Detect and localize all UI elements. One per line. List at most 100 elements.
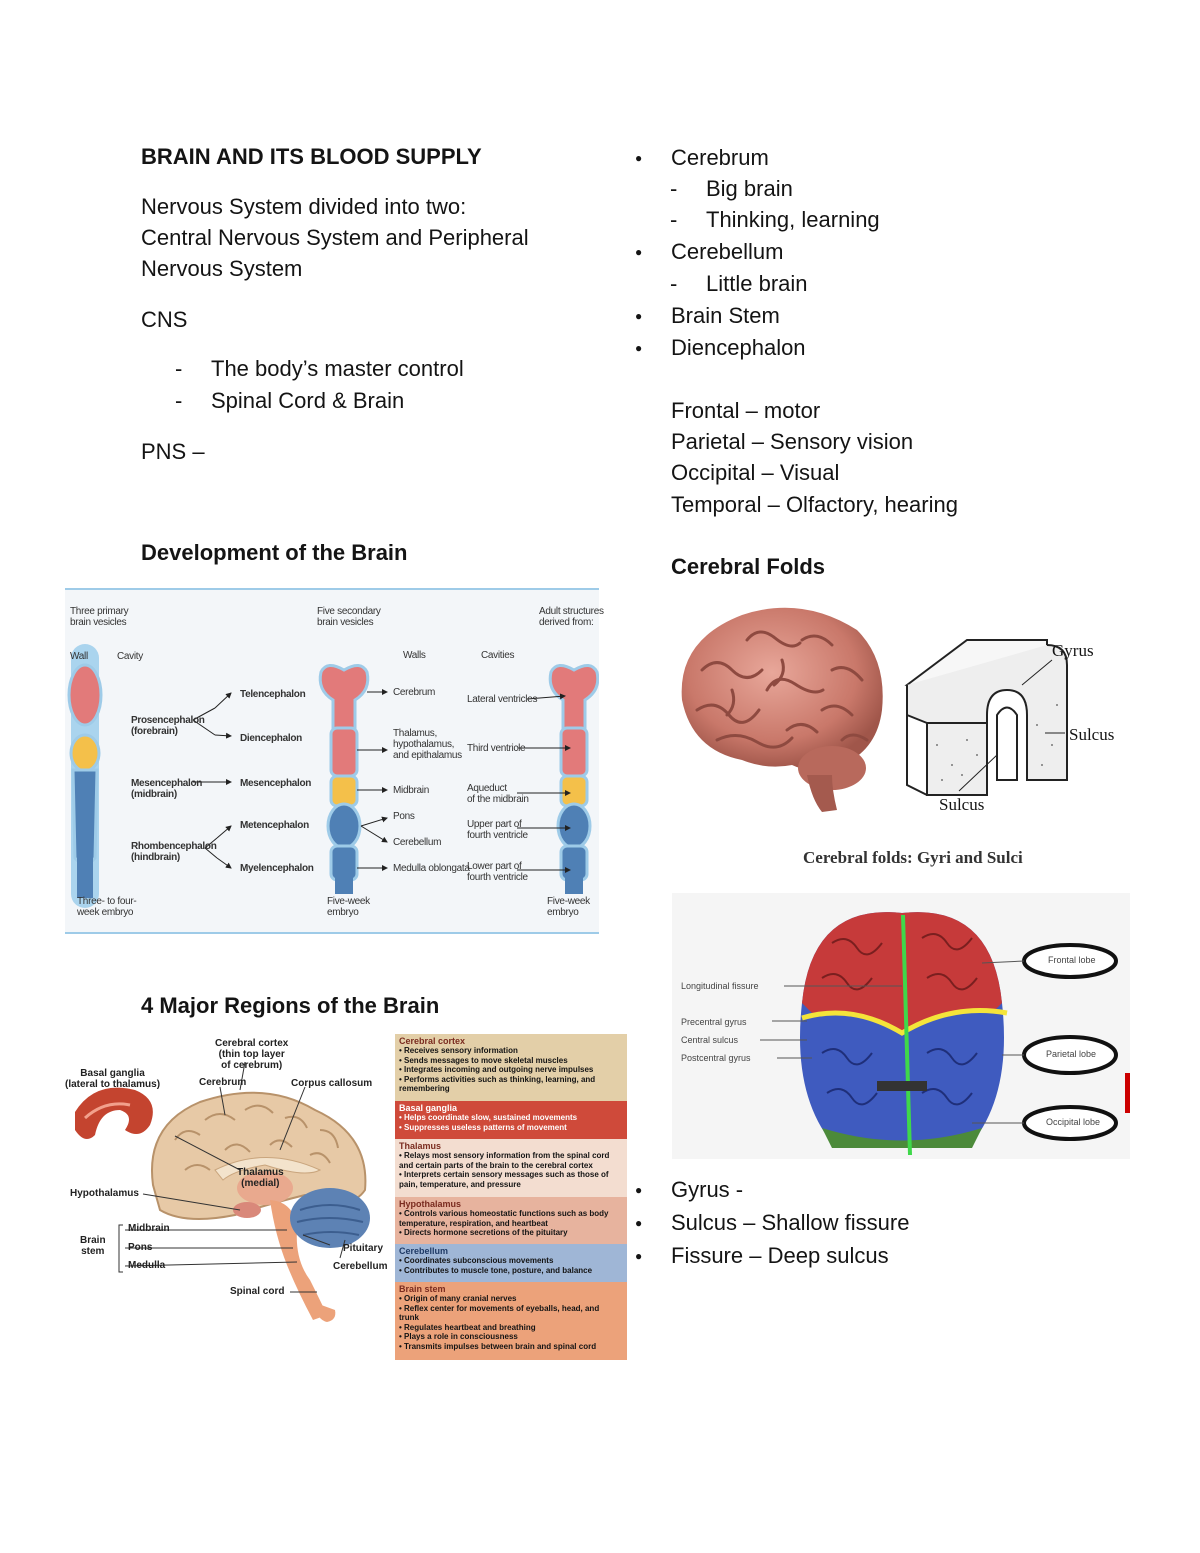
brain-stem-box: Brain stem • Origin of many cranial nerv… [395,1282,627,1360]
thalamus-box: Thalamus • Relays most sensory informati… [395,1139,627,1197]
primary-vesicle-label: Rhombencephalon (hindbrain) [131,841,217,863]
lobe-function: Parietal – Sensory vision [671,429,914,454]
hypothalamus-label: Hypothalamus [70,1188,139,1199]
wall-label: Wall [70,651,88,662]
wall-structure: Pons [393,811,415,822]
brain-part-item: Diencephalon [635,332,805,364]
box-line: • Helps coordinate slow, sustained movem… [399,1113,578,1122]
cavity-structure: Upper part of fourth ventricle [467,819,528,841]
box-line: • Suppresses useless patterns of movemen… [399,1122,567,1132]
cns-item: The body’s master control [175,353,464,384]
wall-structure: Medulla oblongata [393,863,470,874]
brain-photo-graphic [681,607,883,812]
longitudinal-fissure-label: Longitudinal fissure [681,981,759,991]
box-line: • Regulates heartbeat and breathing [399,1322,536,1332]
brain-part-item: Brain Stem [635,300,780,332]
cns-label: CNS [141,307,188,332]
box-line: • Sends messages to move skeletal muscle… [399,1055,568,1065]
walls-heading: Walls [403,650,426,661]
brain-regions-figure: Cerebral cortex (thin top layer of cereb… [65,1030,627,1365]
cavity-structure: Lateral ventricles [467,694,538,705]
box-line: • Integrates incoming and outgoing nerve… [399,1065,594,1074]
secondary-vesicle-label: Metencephalon [240,820,309,831]
fold-term-item: Gyrus - [635,1174,743,1206]
sulcus-label: Sulcus [1069,725,1115,744]
footnote: Five-week embryo [327,896,370,918]
box-line: • Directs hormone secretions of the pitu… [399,1228,568,1237]
gyrus-sulcus-graphic [904,639,1068,796]
pons-label: Pons [128,1242,153,1253]
brain-part-sub: Big brain [670,173,793,204]
column-heading: Adult structures derived from: [539,606,604,628]
basal-ganglia-box: Basal ganglia • Helps coordinate slow, s… [395,1101,627,1139]
lobe-function: Occipital – Visual [671,460,840,485]
cerebral-cortex-box: Cerebral cortex • Receives sensory infor… [395,1034,627,1101]
gyrus-label: Gyrus [1052,641,1094,660]
document-title: BRAIN AND ITS BLOOD SUPPLY [141,144,482,169]
sulcus-label: Sulcus [939,795,985,814]
wall-structure: Midbrain [393,785,429,796]
intro-line-3: Nervous System [141,256,303,281]
box-line: • Coordinates subconscious movements [399,1256,554,1265]
brain-part-item: Cerebellum [635,236,783,268]
cavity-structure: Aqueduct of the midbrain [467,783,529,805]
box-line: • Receives sensory information [399,1046,518,1055]
regions-heading: 4 Major Regions of the Brain [141,993,440,1018]
footnote: Five-week embryo [547,896,590,918]
sagittal-brain-illustration [75,1061,370,1322]
brain-top-view-figure: Longitudinal fissure Precentral gyrus Ce… [672,893,1130,1159]
box-title: Brain stem [399,1284,446,1294]
basal-ganglia-label: Basal ganglia (lateral to thalamus) [65,1068,161,1090]
box-line: trunk [399,1313,419,1322]
box-line: pain, temperature, and pressure [399,1179,521,1189]
box-title: Hypothalamus [399,1199,462,1209]
primary-vesicle-label: Mesencephalon (midbrain) [131,778,203,800]
brain-part-sub: Little brain [670,268,807,299]
wall-structure: Cerebellum [393,837,442,848]
box-title: Basal ganglia [399,1103,458,1113]
secondary-vesicle-label: Telencephalon [240,689,306,700]
brain-top-view-graphic [760,912,1130,1156]
cavity-structure: Third ventricle [467,743,526,754]
brain-part-sub: Thinking, learning [670,204,880,235]
secondary-vesicle-label: Mesencephalon [240,778,312,789]
parietal-lobe-label: Parietal lobe [1046,1049,1097,1059]
folds-caption: Cerebral folds: Gyri and Sulci [803,848,1023,867]
brain-part-item: Cerebrum [635,142,769,174]
box-line: • Relays most sensory information from t… [399,1151,610,1160]
intro-line-2: Central Nervous System and Peripheral [141,225,529,250]
footnote: Three- to four- week embryo [77,896,137,918]
lobe-function: Temporal – Olfactory, hearing [671,492,958,517]
cns-item: Spinal Cord & Brain [175,385,404,416]
brain-photo [672,600,890,815]
hypothalamus-box: Hypothalamus • Controls various homeosta… [395,1197,627,1244]
box-line: • Performs activities such as thinking, … [399,1074,596,1084]
box-line: • Origin of many cranial nerves [399,1294,517,1303]
cerebellum-label: Cerebellum [333,1261,388,1272]
postcentral-gyrus-label: Postcentral gyrus [681,1053,751,1063]
lobe-function: Frontal – motor [671,398,821,423]
brain-development-figure: Three primary brain vesicles Five second… [65,588,604,934]
corpus-callosum-label: Corpus callosum [291,1078,373,1089]
central-sulcus-label: Central sulcus [681,1035,739,1045]
cavity-label: Cavity [117,651,143,662]
fold-term-item: Fissure – Deep sulcus [635,1240,889,1272]
box-line: • Reflex center for movements of eyeball… [399,1303,600,1313]
cerebral-cortex-label: Cerebral cortex (thin top layer of cereb… [215,1038,289,1071]
wall-structure: Cerebrum [393,687,436,698]
box-title: Thalamus [399,1141,442,1151]
box-line: • Transmits impulses between brain and s… [399,1341,597,1351]
secondary-vesicle-label: Diencephalon [240,733,302,744]
frontal-lobe-label: Frontal lobe [1048,955,1096,965]
pituitary-label: Pituitary [343,1243,384,1254]
cerebrum-label: Cerebrum [199,1077,247,1088]
thalamus-label: Thalamus (medial) [237,1167,284,1189]
gyrus-sulcus-diagram: Gyrus Sulcus Sulcus [897,605,1130,817]
box-title: Cerebellum [399,1246,449,1256]
fold-term-item: Sulcus – Shallow fissure [635,1207,910,1239]
primary-vesicle-label: Prosencephalon (forebrain) [131,715,205,737]
cavities-heading: Cavities [481,650,515,661]
box-line: • Contributes to muscle tone, posture, a… [399,1265,593,1275]
spinal-cord-label: Spinal cord [230,1286,285,1297]
midbrain-label: Midbrain [128,1223,170,1234]
